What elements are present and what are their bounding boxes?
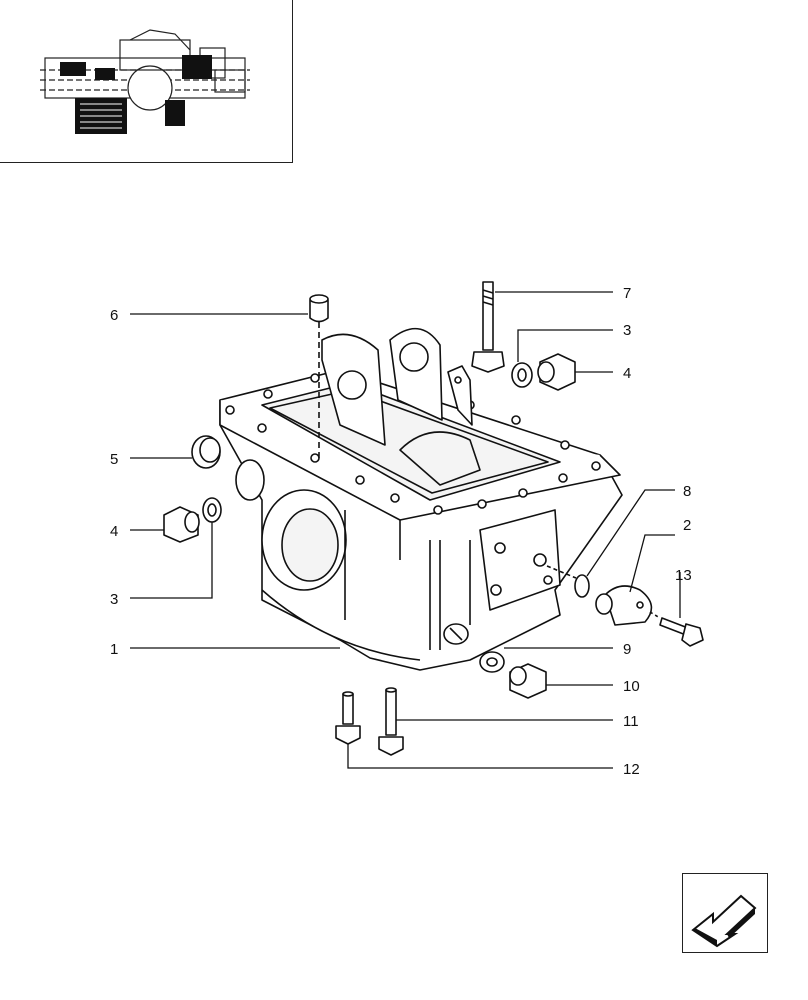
callout-13: 13 xyxy=(675,567,692,584)
cover-screw xyxy=(659,617,704,647)
o-ring xyxy=(574,574,590,598)
leader-lines xyxy=(130,291,681,769)
callout-6: 6 xyxy=(110,307,118,324)
callout-1: 1 xyxy=(110,641,118,658)
cover-plate xyxy=(595,585,653,626)
callout-3-top: 3 xyxy=(623,322,631,339)
arrow-down-left-icon xyxy=(691,894,757,948)
callout-4-top: 4 xyxy=(623,365,631,382)
callout-4-left: 4 xyxy=(110,523,118,540)
long-bolt xyxy=(471,281,505,373)
housing-bolt-long xyxy=(378,687,404,756)
callout-2: 2 xyxy=(683,517,691,534)
callout-10: 10 xyxy=(623,678,640,695)
dowel-pin xyxy=(309,294,329,323)
callout-12: 12 xyxy=(623,761,640,778)
overview-thumbnail xyxy=(0,0,293,163)
callout-7: 7 xyxy=(623,285,631,302)
tractor-overview-image xyxy=(40,29,250,134)
callout-8: 8 xyxy=(683,483,691,500)
previous-page-button[interactable] xyxy=(682,873,768,953)
callout-3-left: 3 xyxy=(110,591,118,608)
plug-top xyxy=(537,353,576,391)
plug-left xyxy=(163,506,200,543)
expansion-cap xyxy=(191,435,221,469)
transmission-housing xyxy=(219,327,623,671)
housing-bolt-short xyxy=(335,691,361,745)
callout-5: 5 xyxy=(110,451,118,468)
callout-9: 9 xyxy=(623,641,631,658)
callout-11: 11 xyxy=(623,713,639,730)
drain-plug xyxy=(509,663,547,699)
